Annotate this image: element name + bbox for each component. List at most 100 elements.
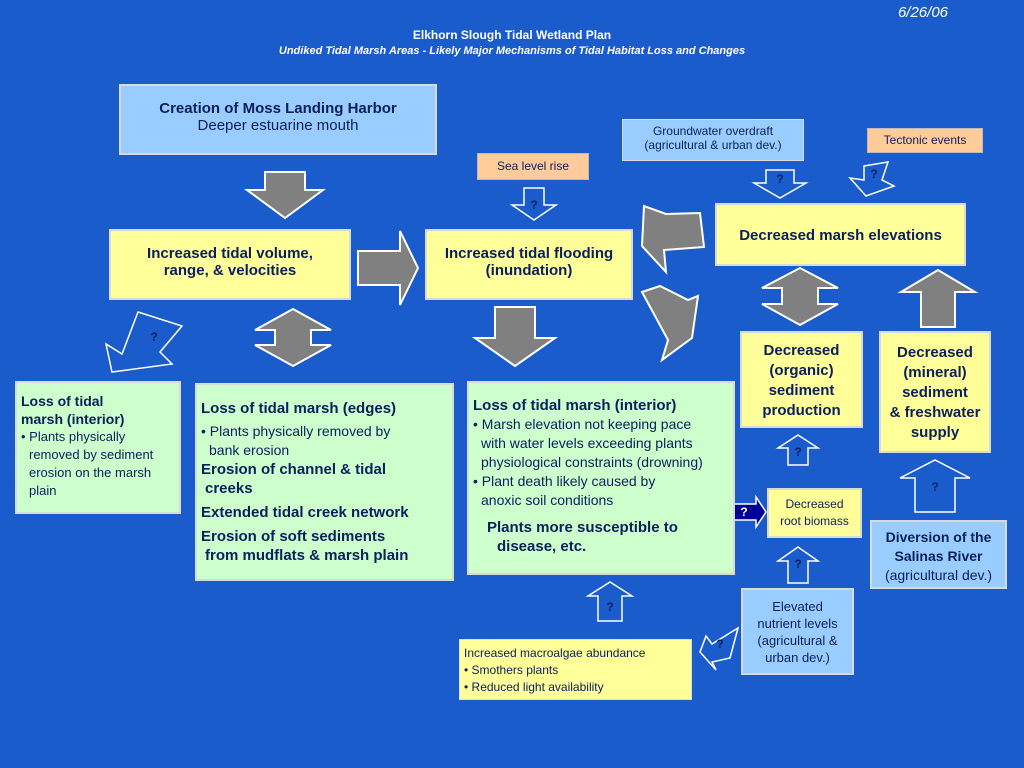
decreased-elev-text: Decreased marsh elevations xyxy=(739,227,942,244)
nutrient-l3: (agricultural & xyxy=(757,633,838,648)
groundwater-line1: Groundwater overdraft xyxy=(652,124,774,138)
question-root-biomass: ? xyxy=(740,505,748,519)
arrow-salinas-to-mineral-up xyxy=(899,459,971,513)
loss-edges-title: Loss of tidal marsh (edges) xyxy=(201,400,397,417)
diagram-title: Elkhorn Slough Tidal Wetland Plan xyxy=(412,28,612,42)
mineral-l5: supply xyxy=(910,424,960,441)
arrow-volume-to-loss-left xyxy=(104,311,184,373)
loss-left-b4: plain xyxy=(29,483,57,498)
loss-edges-h4a: Erosion of soft sediments xyxy=(201,528,386,545)
macroalgae-l2: • Smothers plants xyxy=(464,663,559,677)
organic-l3: sediment xyxy=(768,382,835,399)
box-nutrient-levels: Elevated nutrient levels (agricultural &… xyxy=(741,588,854,675)
question-sea-level: ? xyxy=(530,198,538,212)
question-tectonic: ? xyxy=(870,167,878,181)
loss-edges-h2b: creeks xyxy=(205,480,253,497)
organic-l1: Decreased xyxy=(763,342,840,359)
tidal-flooding-line2: (inundation) xyxy=(485,262,573,279)
box-groundwater: Groundwater overdraft (agricultural & ur… xyxy=(622,119,804,161)
loss-interior-b5: anoxic soil conditions xyxy=(481,492,614,508)
mineral-l2: (mineral) xyxy=(903,364,967,381)
arrow-flooding-to-organic xyxy=(640,284,700,363)
loss-left-b3: erosion on the marsh xyxy=(29,465,152,480)
loss-interior-b3: physiological constraints (drowning) xyxy=(481,454,703,470)
loss-interior-title: Loss of tidal marsh (interior) xyxy=(473,397,677,414)
loss-left-b1: • Plants physically xyxy=(21,429,126,444)
box-salinas-river: Diversion of the Salinas River (agricult… xyxy=(870,520,1007,589)
harbor-sub: Deeper estuarine mouth xyxy=(197,117,359,134)
date: 6/26/06 xyxy=(897,4,948,21)
box-sea-level: Sea level rise xyxy=(477,153,589,180)
tidal-volume-line1: Increased tidal volume, xyxy=(147,245,313,262)
loss-interior-b4: • Plant death likely caused by xyxy=(473,473,656,489)
box-macroalgae: Increased macroalgae abundance • Smother… xyxy=(459,639,692,700)
tidal-volume-line2: range, & velocities xyxy=(163,262,297,279)
organic-l4: production xyxy=(762,402,841,419)
arrow-elev-organic-double xyxy=(761,266,839,327)
question-nutrient-root: ? xyxy=(794,557,802,571)
tidal-flooding-line1: Increased tidal flooding xyxy=(444,245,614,262)
nutrient-l1: Elevated xyxy=(772,599,823,614)
mineral-l3: sediment xyxy=(902,384,968,401)
question-salinas: ? xyxy=(931,480,939,494)
arrow-tectonic-down xyxy=(848,161,896,197)
loss-edges-h2a: Erosion of channel & tidal xyxy=(201,461,387,478)
question-root-organic: ? xyxy=(794,445,802,459)
arrow-nutrient-to-macroalgae xyxy=(699,626,740,671)
loss-interior-h2: disease, etc. xyxy=(497,538,587,555)
loss-edges-h4b: from mudflats & marsh plain xyxy=(205,547,409,564)
box-root-biomass: Decreased root biomass xyxy=(767,488,862,538)
nutrient-l4: urban dev.) xyxy=(765,650,830,665)
arrow-harbor-down xyxy=(243,171,327,220)
box-loss-edges: Loss of tidal marsh (edges) • Plants phy… xyxy=(195,383,454,581)
organic-l2: (organic) xyxy=(769,362,834,379)
box-tidal-flooding: Increased tidal flooding (inundation) xyxy=(425,229,633,300)
groundwater-line2: (agricultural & urban dev.) xyxy=(644,138,782,152)
loss-edges-h3: Extended tidal creek network xyxy=(201,504,409,521)
macroalgae-l3: • Reduced light availability xyxy=(464,680,604,694)
box-organic-sediment: Decreased (organic) sediment production xyxy=(740,331,863,428)
question-macroalgae: ? xyxy=(606,600,614,614)
arrow-flooding-down xyxy=(471,306,559,368)
box-loss-interior: Loss of tidal marsh (interior) • Marsh e… xyxy=(467,381,735,575)
arrow-elev-to-flooding xyxy=(640,204,706,275)
arrow-volume-edges-double xyxy=(254,307,332,368)
salinas-l2: Salinas River xyxy=(894,548,983,564)
root-l1: Decreased xyxy=(785,497,844,511)
loss-edges-b1: • Plants physically removed by xyxy=(201,423,391,439)
arrow-volume-right xyxy=(357,230,420,306)
arrow-mineral-up xyxy=(897,268,979,328)
box-mineral-sediment: Decreased (mineral) sediment & freshwate… xyxy=(879,331,991,453)
arrow-macroalgae-up xyxy=(585,581,635,622)
sea-level-text: Sea level rise xyxy=(496,159,570,173)
box-tectonic: Tectonic events xyxy=(867,128,983,153)
loss-left-title2: marsh (interior) xyxy=(21,411,125,427)
loss-edges-b2: bank erosion xyxy=(209,442,290,458)
loss-interior-h1: Plants more susceptible to xyxy=(487,519,678,536)
box-decreased-elevations: Decreased marsh elevations xyxy=(715,203,966,266)
box-loss-interior-left: Loss of tidal marsh (interior) • Plants … xyxy=(15,381,181,514)
question-groundwater: ? xyxy=(776,172,784,186)
loss-left-title1: Loss of tidal xyxy=(21,393,104,409)
loss-interior-b2: with water levels exceeding plants xyxy=(481,435,693,451)
tectonic-text: Tectonic events xyxy=(883,133,967,147)
box-moss-landing-harbor: Creation of Moss Landing Harbor Deeper e… xyxy=(119,84,437,155)
mineral-l4: & freshwater xyxy=(889,404,981,421)
diagram-subtitle: Undiked Tidal Marsh Areas - Likely Major… xyxy=(278,45,746,57)
root-l2: root biomass xyxy=(780,514,849,528)
macroalgae-l1: Increased macroalgae abundance xyxy=(464,646,646,660)
arrow-groundwater-down xyxy=(751,169,809,199)
salinas-l3: (agricultural dev.) xyxy=(884,567,993,583)
question-loss-left: ? xyxy=(150,330,158,344)
loss-interior-b1: • Marsh elevation not keeping pace xyxy=(473,416,692,432)
arrow-root-to-organic-up xyxy=(775,434,821,466)
mineral-l1: Decreased xyxy=(897,344,973,361)
question-nutrient-macroalgae: ? xyxy=(716,637,724,651)
arrow-sea-level-down xyxy=(509,187,559,221)
loss-left-b2: removed by sediment xyxy=(29,447,154,462)
box-tidal-volume: Increased tidal volume, range, & velocit… xyxy=(109,229,351,300)
arrow-nutrient-to-root-up xyxy=(775,546,821,584)
nutrient-l2: nutrient levels xyxy=(757,616,838,631)
salinas-l1: Diversion of the xyxy=(885,529,992,545)
